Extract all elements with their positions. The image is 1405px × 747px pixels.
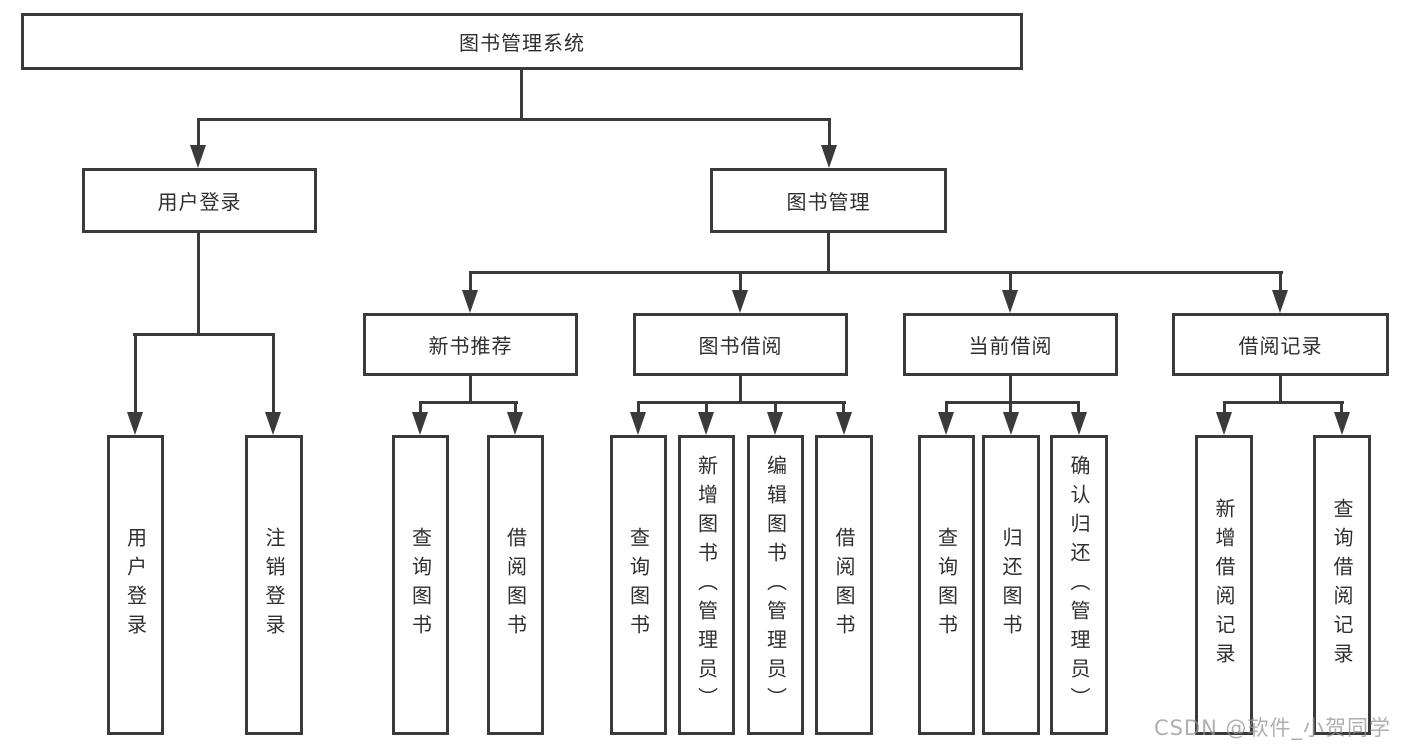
connector-line <box>469 271 472 293</box>
connector-line <box>1009 271 1012 293</box>
connector-line <box>637 401 846 404</box>
node-current-borrow: 当前借阅 <box>903 313 1118 376</box>
leaf-label: 确认归还（管理员） <box>1067 454 1091 716</box>
csdn-watermark: CSDN @软件_小贺同学 <box>1153 716 1391 740</box>
node-label: 图书借阅 <box>698 334 783 358</box>
leaf-edit-books-admin: 编辑图书（管理员） <box>747 435 804 735</box>
arrow-down-icon <box>836 412 852 435</box>
leaf-label: 注销登录 <box>262 527 286 643</box>
leaf-borrow-books-recommend: 借阅图书 <box>487 435 544 735</box>
node-user-login: 用户登录 <box>82 168 317 233</box>
connector-line <box>827 233 830 274</box>
connector-line <box>637 401 640 414</box>
arrow-down-icon <box>938 412 954 435</box>
node-label: 用户登录 <box>157 190 242 214</box>
leaf-label: 借阅图书 <box>503 527 528 643</box>
node-new-book-recommend: 新书推荐 <box>363 313 578 376</box>
connector-line <box>469 271 1283 274</box>
connector-line <box>419 401 422 414</box>
connector-line <box>1279 375 1282 404</box>
leaf-label: 用户登录 <box>123 527 148 643</box>
arrow-down-icon <box>265 412 281 435</box>
connector-line <box>1340 401 1343 414</box>
leaf-label: 查询借阅记录 <box>1330 498 1354 672</box>
leaf-query-books-borrow: 查询图书 <box>610 435 667 735</box>
node-book-management: 图书管理 <box>710 168 947 233</box>
node-book-management-system: 图书管理系统 <box>21 13 1023 70</box>
node-label: 当前借阅 <box>968 334 1053 358</box>
leaf-label: 查询图书 <box>934 527 959 643</box>
connector-line <box>520 69 523 120</box>
connector-line <box>828 118 831 148</box>
connector-line <box>1223 401 1344 404</box>
connector-line <box>945 401 948 414</box>
leaf-label: 归还图书 <box>999 527 1023 643</box>
leaf-label: 借阅图书 <box>832 527 856 643</box>
arrow-down-icon <box>1002 290 1018 313</box>
connector-line <box>1077 401 1080 414</box>
arrow-down-icon <box>190 145 206 168</box>
leaf-logout-login: 注销登录 <box>245 435 303 735</box>
leaf-label: 编辑图书（管理员） <box>763 454 788 716</box>
connector-line <box>842 401 845 414</box>
node-label: 图书管理系统 <box>459 31 585 55</box>
arrow-down-icon <box>767 412 783 435</box>
leaf-label: 新增借阅记录 <box>1212 498 1236 672</box>
connector-line <box>945 401 1080 404</box>
arrow-down-icon <box>732 290 748 313</box>
arrow-down-icon <box>1272 290 1288 313</box>
connector-line <box>1223 401 1226 414</box>
leaf-user-login: 用户登录 <box>107 435 164 735</box>
leaf-query-books-recommend: 查询图书 <box>392 435 449 735</box>
connector-line <box>1009 375 1012 404</box>
node-label: 新书推荐 <box>428 334 513 358</box>
node-label: 图书管理 <box>786 190 871 214</box>
connector-line <box>272 333 275 415</box>
connector-line <box>705 401 708 414</box>
connector-line <box>133 333 275 336</box>
node-borrow-records: 借阅记录 <box>1172 313 1389 376</box>
leaf-return-books: 归还图书 <box>982 435 1040 735</box>
node-label: 借阅记录 <box>1238 334 1323 358</box>
arrow-down-icon <box>507 412 523 435</box>
connector-line <box>469 375 472 404</box>
arrow-down-icon <box>630 412 646 435</box>
connector-line <box>739 271 742 293</box>
connector-line <box>197 233 200 336</box>
arrow-down-icon <box>1071 412 1087 435</box>
arrow-down-icon <box>1216 412 1232 435</box>
connector-line <box>514 401 517 414</box>
leaf-borrow-books-borrow: 借阅图书 <box>815 435 873 735</box>
connector-line <box>134 333 137 415</box>
leaf-add-books-admin: 新增图书（管理员） <box>678 435 735 735</box>
connector-line <box>774 401 777 414</box>
connector-line <box>197 118 831 121</box>
leaf-query-borrow-record: 查询借阅记录 <box>1313 435 1371 735</box>
arrow-down-icon <box>1003 412 1019 435</box>
arrow-down-icon <box>1334 412 1350 435</box>
leaf-query-books-current: 查询图书 <box>918 435 975 735</box>
connector-line <box>197 118 200 148</box>
connector-line <box>419 401 518 404</box>
leaf-confirm-return-admin: 确认归还（管理员） <box>1050 435 1108 735</box>
connector-line <box>1009 401 1012 414</box>
leaf-add-borrow-record: 新增借阅记录 <box>1195 435 1253 735</box>
arrow-down-icon <box>698 412 714 435</box>
arrow-down-icon <box>462 290 478 313</box>
arrow-down-icon <box>412 412 428 435</box>
arrow-down-icon <box>821 145 837 168</box>
leaf-label: 查询图书 <box>408 527 433 643</box>
leaf-label: 查询图书 <box>626 527 651 643</box>
arrow-down-icon <box>127 412 143 435</box>
leaf-label: 新增图书（管理员） <box>694 454 719 716</box>
connector-line <box>1279 271 1282 293</box>
node-book-borrow: 图书借阅 <box>633 313 848 376</box>
connector-line <box>739 375 742 404</box>
